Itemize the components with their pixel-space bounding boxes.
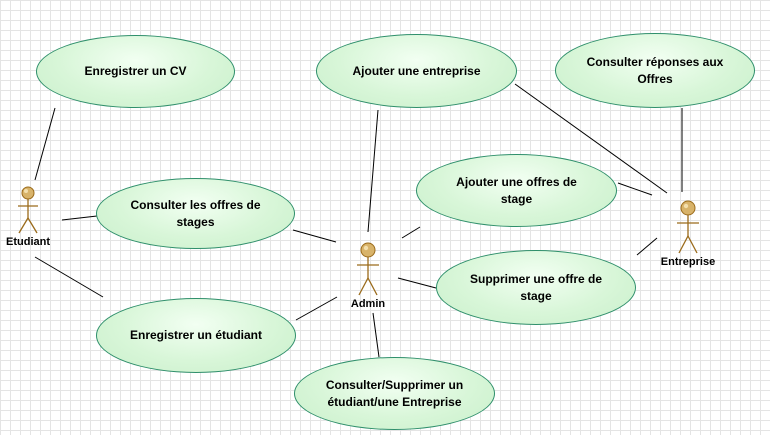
usecase-label: Enregistrer un étudiant	[129, 328, 263, 342]
usecase-label: Supprimer une offre de stage	[469, 271, 603, 303]
association-entreprise-ajouter-entreprise	[514, 83, 668, 194]
association-entreprise-supprimer-offre	[636, 237, 658, 256]
usecase-label: Ajouter une entreprise	[352, 63, 481, 78]
usecase-label: Ajouter une offres de stage	[456, 174, 577, 206]
usecase-label: Consulter réponses aux Offres	[586, 54, 724, 86]
actor-etudiant[interactable]: Etudiant	[0, 186, 68, 248]
association-etudiant-enregistrer-etudiant	[34, 256, 104, 298]
usecase-label: Consulter/Supprimer un étudiant/une Entr…	[325, 377, 464, 409]
usecase-consulter-reponses[interactable]: Consulter réponses aux Offres	[555, 33, 755, 108]
actor-admin[interactable]: Admin	[328, 242, 408, 310]
usecase-enregistrer-cv[interactable]: Enregistrer un CV	[36, 35, 235, 108]
association-admin-enregistrer-etudiant	[295, 296, 338, 321]
association-admin-consulter-offres	[292, 229, 337, 243]
usecase-enregistrer-etudiant[interactable]: Enregistrer un étudiant	[96, 298, 296, 373]
actor-figure-icon	[18, 186, 38, 234]
actor-entreprise[interactable]: Entreprise	[648, 200, 728, 268]
usecase-ajouter-offre[interactable]: Ajouter une offres de stage	[416, 154, 617, 227]
association-entreprise-ajouter-offre	[617, 182, 653, 196]
usecase-label: Enregistrer un CV	[84, 64, 187, 78]
association-admin-supprimer-offre	[397, 277, 437, 289]
actor-figure-icon	[677, 200, 699, 254]
usecase-label: Consulter les offres de stages	[130, 197, 261, 229]
association-admin-ajouter-offre	[401, 226, 421, 239]
usecase-consulter-offres[interactable]: Consulter les offres de stages	[96, 178, 295, 249]
usecase-supprimer-offre[interactable]: Supprimer une offre de stage	[436, 250, 636, 325]
association-admin-ajouter-entreprise	[367, 109, 379, 233]
actor-figure-icon	[357, 242, 379, 296]
usecase-consulter-supprimer[interactable]: Consulter/Supprimer un étudiant/une Entr…	[294, 357, 495, 430]
association-admin-consulter-supprimer	[372, 312, 380, 358]
actor-label: Etudiant	[6, 236, 50, 248]
association-etudiant-consulter-offres	[61, 215, 98, 221]
actor-label: Entreprise	[660, 256, 716, 268]
association-etudiant-enregistrer-cv	[34, 107, 56, 181]
actor-label: Admin	[350, 298, 386, 310]
usecase-ajouter-entreprise[interactable]: Ajouter une entreprise	[316, 34, 517, 108]
